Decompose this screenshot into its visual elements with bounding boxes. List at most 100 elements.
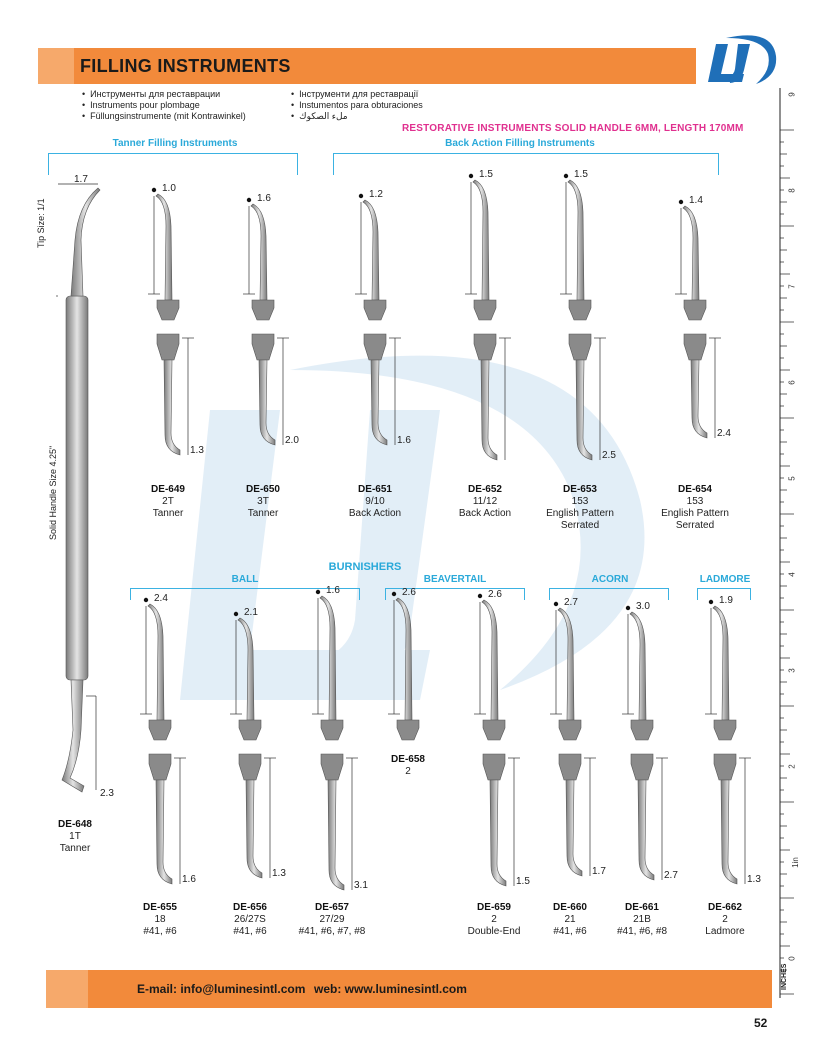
subtitle: RESTORATIVE INSTRUMENTS SOLID HANDLE 6MM… bbox=[402, 123, 744, 134]
bullet-es: Instumentos para obturaciones bbox=[291, 100, 423, 110]
ruler-number: 5 bbox=[787, 476, 797, 481]
instrument-de-659 bbox=[474, 593, 520, 887]
group-label-acorn: ACORN bbox=[591, 574, 629, 585]
group-label-burnishers: BURNISHERS bbox=[328, 561, 402, 573]
instrument-line2-de-649: Tanner bbox=[152, 508, 184, 519]
dimension-top-de-662: 1.9 bbox=[719, 595, 733, 606]
instrument-line2-de-651: Back Action bbox=[348, 508, 402, 519]
instrument-code-de-650: DE-650 bbox=[246, 484, 280, 495]
footer-bar bbox=[46, 970, 772, 1008]
instrument-line2-de-654: English Pattern bbox=[661, 508, 729, 519]
instrument-code-de-648: DE-648 bbox=[58, 819, 92, 830]
instrument-line2-de-655: #41, #6 bbox=[143, 926, 177, 937]
footer-email[interactable]: E-mail: info@luminesintl.com bbox=[137, 982, 306, 996]
instrument-code-de-652: DE-652 bbox=[468, 484, 502, 495]
ruler-number: 3 bbox=[787, 668, 797, 673]
bullet-ar: ملء الصكوك bbox=[291, 111, 347, 122]
dimension-bottom-de-661: 2.7 bbox=[664, 870, 678, 881]
instrument-de-652 bbox=[465, 173, 511, 461]
bracket-ladmore bbox=[697, 588, 751, 600]
instrument-de-653 bbox=[560, 173, 606, 461]
brand-logo bbox=[708, 35, 777, 84]
instrument-line1-de-659: 2 bbox=[491, 914, 497, 925]
instrument-code-de-655: DE-655 bbox=[143, 902, 177, 913]
ruler-number: 7 bbox=[787, 284, 797, 289]
group-label-ball: BALL bbox=[231, 574, 259, 585]
dimension-top-de-657: 1.6 bbox=[326, 585, 340, 596]
dimension-top-de-658: 2.6 bbox=[402, 587, 416, 598]
ruler-number: 0 bbox=[787, 956, 797, 961]
dimension-bottom-de-650: 2.0 bbox=[285, 435, 299, 446]
instrument-code-de-657: DE-657 bbox=[315, 902, 349, 913]
instrument-de-655 bbox=[140, 597, 186, 885]
dimension-bottom-de-649: 1.3 bbox=[190, 445, 204, 456]
dimension-bottom-de-656: 1.3 bbox=[272, 868, 286, 879]
instrument-de-656 bbox=[230, 611, 276, 879]
footer-web[interactable]: web: www.luminesintl.com bbox=[314, 982, 467, 996]
ruler-number: 8 bbox=[787, 188, 797, 193]
page-number: 52 bbox=[754, 1016, 768, 1030]
dimension-bottom-de-655: 1.6 bbox=[182, 874, 196, 885]
instrument-code-de-656: DE-656 bbox=[233, 902, 267, 913]
dimension-top-de-648: 1.7 bbox=[74, 174, 88, 185]
bullet-ru: Инструменты для реставрации bbox=[82, 89, 220, 99]
instrument-de-649 bbox=[148, 187, 194, 456]
inch-ruler bbox=[779, 88, 794, 998]
group-label-back-action: Back Action Filling Instruments bbox=[445, 138, 595, 149]
dimension-top-de-655: 2.4 bbox=[154, 593, 168, 604]
instrument-code-de-649: DE-649 bbox=[151, 484, 185, 495]
instrument-line2-de-661: #41, #6, #8 bbox=[616, 926, 668, 937]
dimension-top-de-656: 2.1 bbox=[244, 607, 258, 618]
dimension-top-de-650: 1.6 bbox=[257, 193, 271, 204]
group-label-ladmore: LADMORE bbox=[699, 574, 751, 585]
dimension-bottom-de-654: 2.4 bbox=[717, 428, 731, 439]
bullet-de: Füllungsinstrumente (mit Kontrawinkel) bbox=[82, 111, 246, 121]
instrument-line2-de-662: Ladmore bbox=[705, 926, 745, 937]
ruler-number: 2 bbox=[787, 764, 797, 769]
instrument-code-de-662: DE-662 bbox=[708, 902, 742, 913]
instrument-line2-de-656: #41, #6 bbox=[233, 926, 267, 937]
ruler-number: 1in bbox=[790, 857, 800, 868]
bracket-acorn bbox=[549, 588, 669, 600]
instrument-code-de-654: DE-654 bbox=[678, 484, 712, 495]
instrument-line1-de-652: 11/12 bbox=[472, 496, 498, 507]
bracket-ball bbox=[130, 588, 360, 600]
dimension-top-de-661: 3.0 bbox=[636, 601, 650, 612]
dimension-bottom-de-659: 1.5 bbox=[516, 876, 530, 887]
dimension-bottom-de-657: 3.1 bbox=[354, 880, 368, 891]
header-bar bbox=[38, 48, 696, 84]
bracket-tanner bbox=[48, 153, 298, 175]
instrument-line2-de-659: Double-End bbox=[467, 926, 521, 937]
group-label-beavertail: BEAVERTAIL bbox=[423, 574, 487, 585]
instrument-code-de-651: DE-651 bbox=[358, 484, 392, 495]
instrument-code-de-659: DE-659 bbox=[477, 902, 511, 913]
instrument-line1-de-655: 18 bbox=[154, 914, 166, 925]
dimension-bottom-de-651: 1.6 bbox=[397, 435, 411, 446]
dimension-top-de-652: 1.5 bbox=[479, 169, 493, 180]
dimension-top-de-654: 1.4 bbox=[689, 195, 703, 206]
instrument-de-650 bbox=[243, 197, 289, 446]
dimension-top-de-659: 2.6 bbox=[488, 589, 502, 600]
instrument-code-de-658: DE-658 bbox=[391, 754, 425, 765]
instrument-line2-de-650: Tanner bbox=[247, 508, 279, 519]
instrument-de-658 bbox=[388, 591, 420, 741]
dimension-bottom-de-653: 2.5 bbox=[602, 450, 616, 461]
instrument-line1-de-656: 26/27S bbox=[234, 914, 266, 925]
dimension-top-de-649: 1.0 bbox=[162, 183, 176, 194]
instrument-line3-de-653: Serrated bbox=[560, 520, 600, 531]
ruler-number: 4 bbox=[787, 572, 797, 577]
instrument-de-662 bbox=[705, 599, 751, 885]
instrument-line2-de-653: English Pattern bbox=[546, 508, 614, 519]
instrument-line1-de-649: 2T bbox=[162, 496, 174, 507]
dimension-top-de-660: 2.7 bbox=[564, 597, 578, 608]
instrument-de-657 bbox=[312, 589, 358, 891]
dimension-bottom-de-660: 1.7 bbox=[592, 866, 606, 877]
ruler-unit: INCHES bbox=[781, 963, 788, 990]
instrument-code-de-660: DE-660 bbox=[553, 902, 587, 913]
instrument-line3-de-654: Serrated bbox=[675, 520, 715, 531]
dimension-top-de-651: 1.2 bbox=[369, 189, 383, 200]
instrument-line1-de-661: 21B bbox=[633, 914, 651, 925]
instrument-code-de-661: DE-661 bbox=[625, 902, 659, 913]
instrument-de-651 bbox=[355, 193, 401, 446]
